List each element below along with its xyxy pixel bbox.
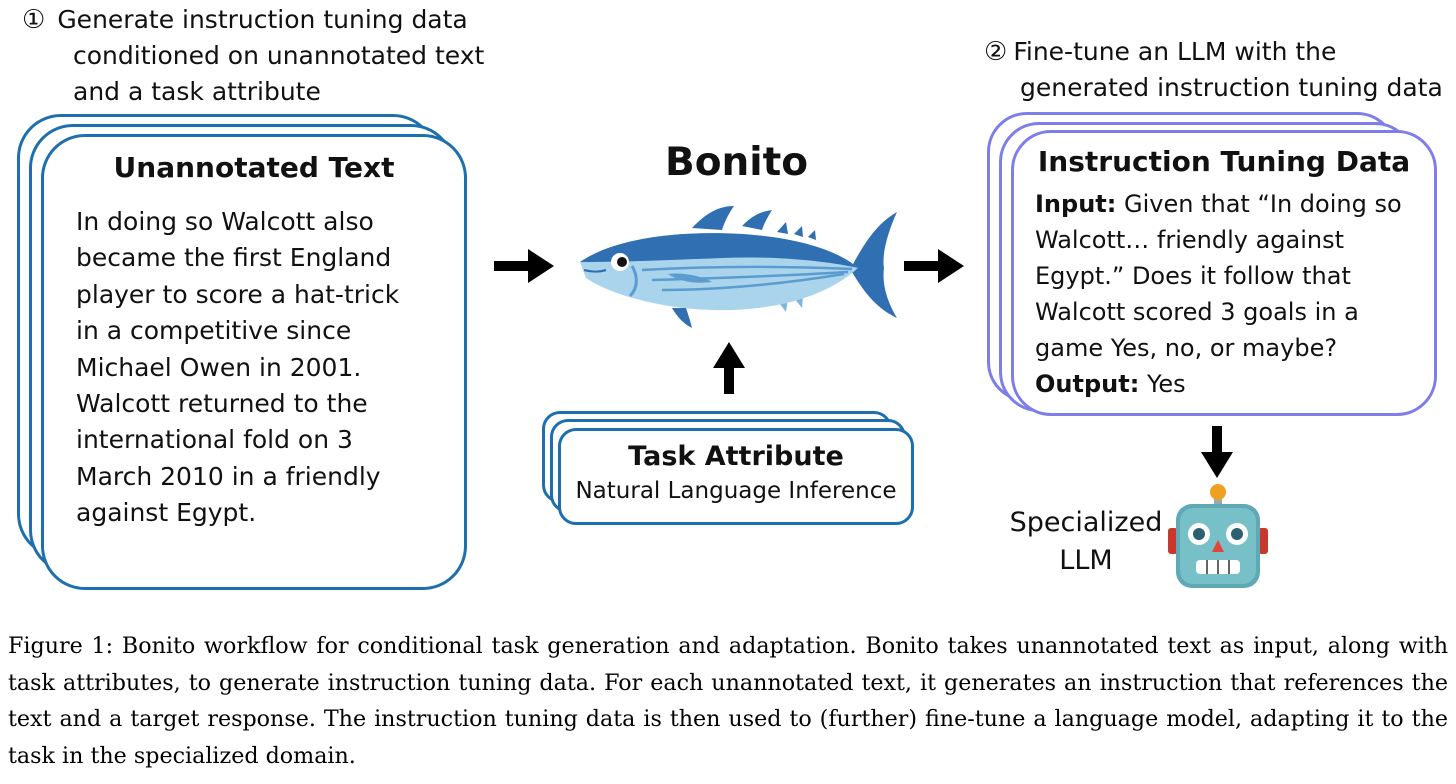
step1-number: ①	[22, 5, 46, 35]
arrow-to-bonito	[494, 249, 554, 283]
itd-input-label: Input:	[1035, 190, 1117, 218]
unannotated-title: Unannotated Text	[113, 151, 395, 184]
step1-line2: conditioned on unannotated text	[73, 41, 485, 70]
itd-output-label: Output:	[1035, 370, 1140, 398]
step2-number: ②	[984, 37, 1008, 67]
step2-line1: Fine-tune an LLM with the	[1013, 37, 1337, 66]
specialized-line1: Specialized	[1009, 507, 1163, 538]
bonito-fish-icon	[580, 206, 897, 328]
arrow-to-instruction-data	[904, 249, 964, 283]
instruction-tuning-data-card: Instruction Tuning Data Input: Given tha…	[1011, 130, 1437, 416]
unannotated-text-card: Unannotated Text In doing so Walcott als…	[41, 134, 467, 590]
itd-input-text: Given that “In doing so Walcott… friendl…	[1035, 190, 1402, 362]
task-attribute-title: Task Attribute	[628, 441, 844, 472]
task-attribute-value: Natural Language Inference	[575, 478, 897, 504]
specialized-llm-label: Specialized LLM	[1002, 504, 1170, 580]
itd-output-text: Yes	[1146, 370, 1186, 398]
robot-icon	[1168, 484, 1268, 588]
step1-line3: and a task attribute	[73, 77, 321, 106]
step1-line1: Generate instruction tuning data	[57, 5, 468, 34]
specialized-line2: LLM	[1059, 545, 1113, 576]
step2-line2: generated instruction tuning data	[1020, 73, 1443, 102]
figure-caption: Figure 1: Bonito workflow for conditiona…	[8, 633, 1448, 769]
itd-body: Input: Given that “In doing so Walcott… …	[1035, 186, 1415, 402]
arrow-down-to-llm	[1201, 426, 1233, 478]
itd-title: Instruction Tuning Data	[1037, 145, 1411, 178]
unannotated-body: In doing so Walcott also became the firs…	[76, 207, 400, 528]
step1-caption: ① Generate instruction tuning data condit…	[22, 2, 484, 110]
task-attribute-card: Task Attribute Natural Language Inferenc…	[558, 428, 914, 525]
arrow-up-to-bonito	[713, 342, 745, 394]
bonito-title: Bonito	[665, 140, 809, 185]
